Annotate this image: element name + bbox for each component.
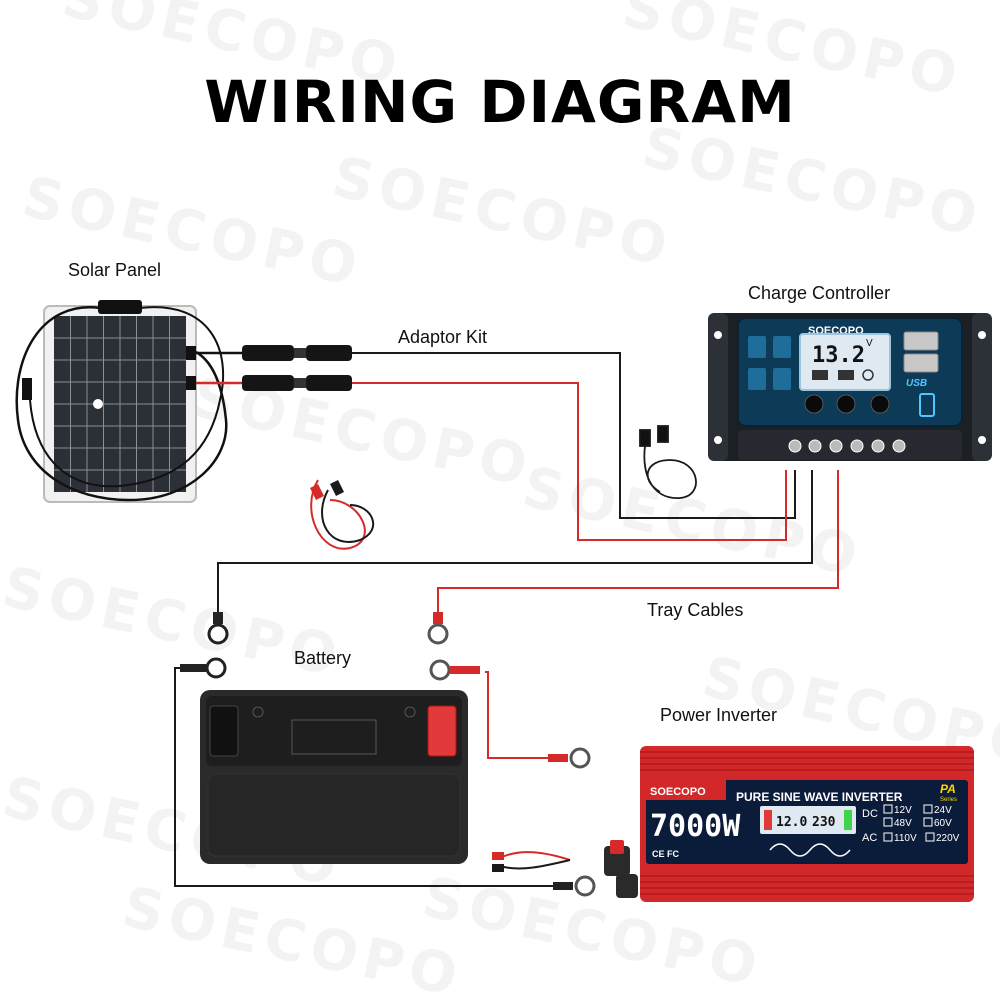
dc-option: 60V: [934, 818, 952, 829]
checkbox-icon: [923, 817, 933, 827]
controller-lcd-unit: V: [866, 338, 873, 349]
page-title: WIRING DIAGRAM: [204, 68, 796, 136]
dc-label: DC: [862, 808, 878, 820]
controller-terminal: [892, 439, 906, 453]
battery-negative-terminal: [209, 705, 239, 757]
mcu-icon: [748, 336, 766, 358]
gear-icon: [773, 336, 791, 358]
ring-terminal: [427, 623, 449, 645]
mc4-connector-positive: [242, 375, 294, 391]
clock-icon: [748, 368, 766, 390]
ring-terminals: [180, 612, 596, 897]
panel-connector: [186, 376, 196, 390]
checkbox-icon: [923, 804, 933, 814]
ring-terminal: [429, 659, 451, 681]
usb-port: [903, 353, 939, 373]
solar-panel-hole: [93, 399, 103, 409]
ring-terminal: [574, 875, 596, 897]
solar-panel-grid: [54, 316, 186, 492]
label-adaptor-kit: Adaptor Kit: [398, 327, 488, 347]
panel-connector: [22, 378, 32, 400]
inverter-series-sub: Series: [940, 797, 957, 803]
pv-positive-wire: [352, 382, 787, 541]
inverter-input-terminal: [616, 874, 638, 898]
ac-option: 110V: [894, 833, 917, 844]
usb-label: USB: [906, 378, 927, 389]
panel-cable-loop: [15, 306, 228, 502]
cert-badges: CE FC: [652, 849, 680, 859]
inverter-positive-wire: [485, 671, 550, 759]
checkbox-icon: [883, 832, 893, 842]
battery-icon: [919, 393, 935, 417]
usb-port: [903, 331, 939, 351]
dc-option: 24V: [934, 805, 952, 816]
battery: [200, 690, 468, 864]
controller-button: [870, 394, 890, 414]
inverter-headline: PURE SINE WAVE INVERTER: [736, 790, 903, 804]
label-charge-controller: Charge Controller: [748, 283, 891, 303]
inverter-lcd-in: 12.0: [776, 815, 807, 830]
inverter-power: 7000W: [650, 809, 741, 844]
ac-label: AC: [862, 832, 877, 844]
battery-negative-wire: [217, 470, 813, 615]
lock-icon: [773, 368, 791, 390]
controller-terminal: [808, 439, 822, 453]
controller-terminal: [850, 439, 864, 453]
controller-lcd-value: 13.2: [812, 343, 865, 368]
battery-positive-wire: [437, 470, 839, 615]
mc4-connector-negative: [242, 345, 294, 361]
terminal-lug: [433, 612, 443, 624]
inverter-lcd-out: 230: [812, 815, 836, 830]
controller-terminal: [829, 439, 843, 453]
ring-terminal: [205, 657, 227, 679]
panel-cable-loop-inner: [29, 306, 225, 488]
label-battery: Battery: [294, 648, 352, 668]
pv-negative-wire: [352, 352, 796, 519]
adaptor-kit: [196, 345, 352, 391]
controller-button: [804, 394, 824, 414]
inverter-series: PA: [940, 782, 956, 796]
terminal-lug: [213, 612, 223, 624]
inverter-input-terminal: [604, 846, 630, 876]
inverter-lcd: [760, 806, 856, 834]
sine-wave-icon: [769, 843, 851, 857]
checkbox-icon: [925, 832, 935, 842]
label-solar-panel: Solar Panel: [68, 260, 162, 280]
mc4-connector-negative: [306, 345, 352, 361]
panel-connector: [186, 346, 196, 360]
dc-option: 12V: [894, 805, 912, 816]
checkbox-icon: [883, 817, 893, 827]
label-tray-cables: Tray Cables: [647, 600, 744, 620]
ring-terminal: [569, 747, 591, 769]
power-inverter: SOECOPO PURE SINE WAVE INVERTER PA Serie…: [604, 746, 974, 902]
dc-option: 48V: [894, 818, 912, 829]
ac-option: 220V: [936, 833, 960, 844]
charge-controller: SOECOPO 13.2 V USB: [708, 313, 992, 461]
battery-positive-terminal: [427, 705, 457, 757]
checkbox-icon: [883, 804, 893, 814]
controller-terminal: [871, 439, 885, 453]
solar-panel: [15, 300, 228, 503]
junction-box: [98, 300, 142, 314]
battery-clip-cable: [310, 479, 374, 550]
controller-terminal: [788, 439, 802, 453]
label-power-inverter: Power Inverter: [660, 705, 778, 725]
controller-button: [836, 394, 856, 414]
inverter-clip-cable: [492, 851, 571, 872]
ring-terminal: [207, 623, 229, 645]
sensor-cable: [639, 425, 697, 499]
inverter-brand: SOECOPO: [650, 786, 706, 798]
mc4-connector-positive: [306, 375, 352, 391]
